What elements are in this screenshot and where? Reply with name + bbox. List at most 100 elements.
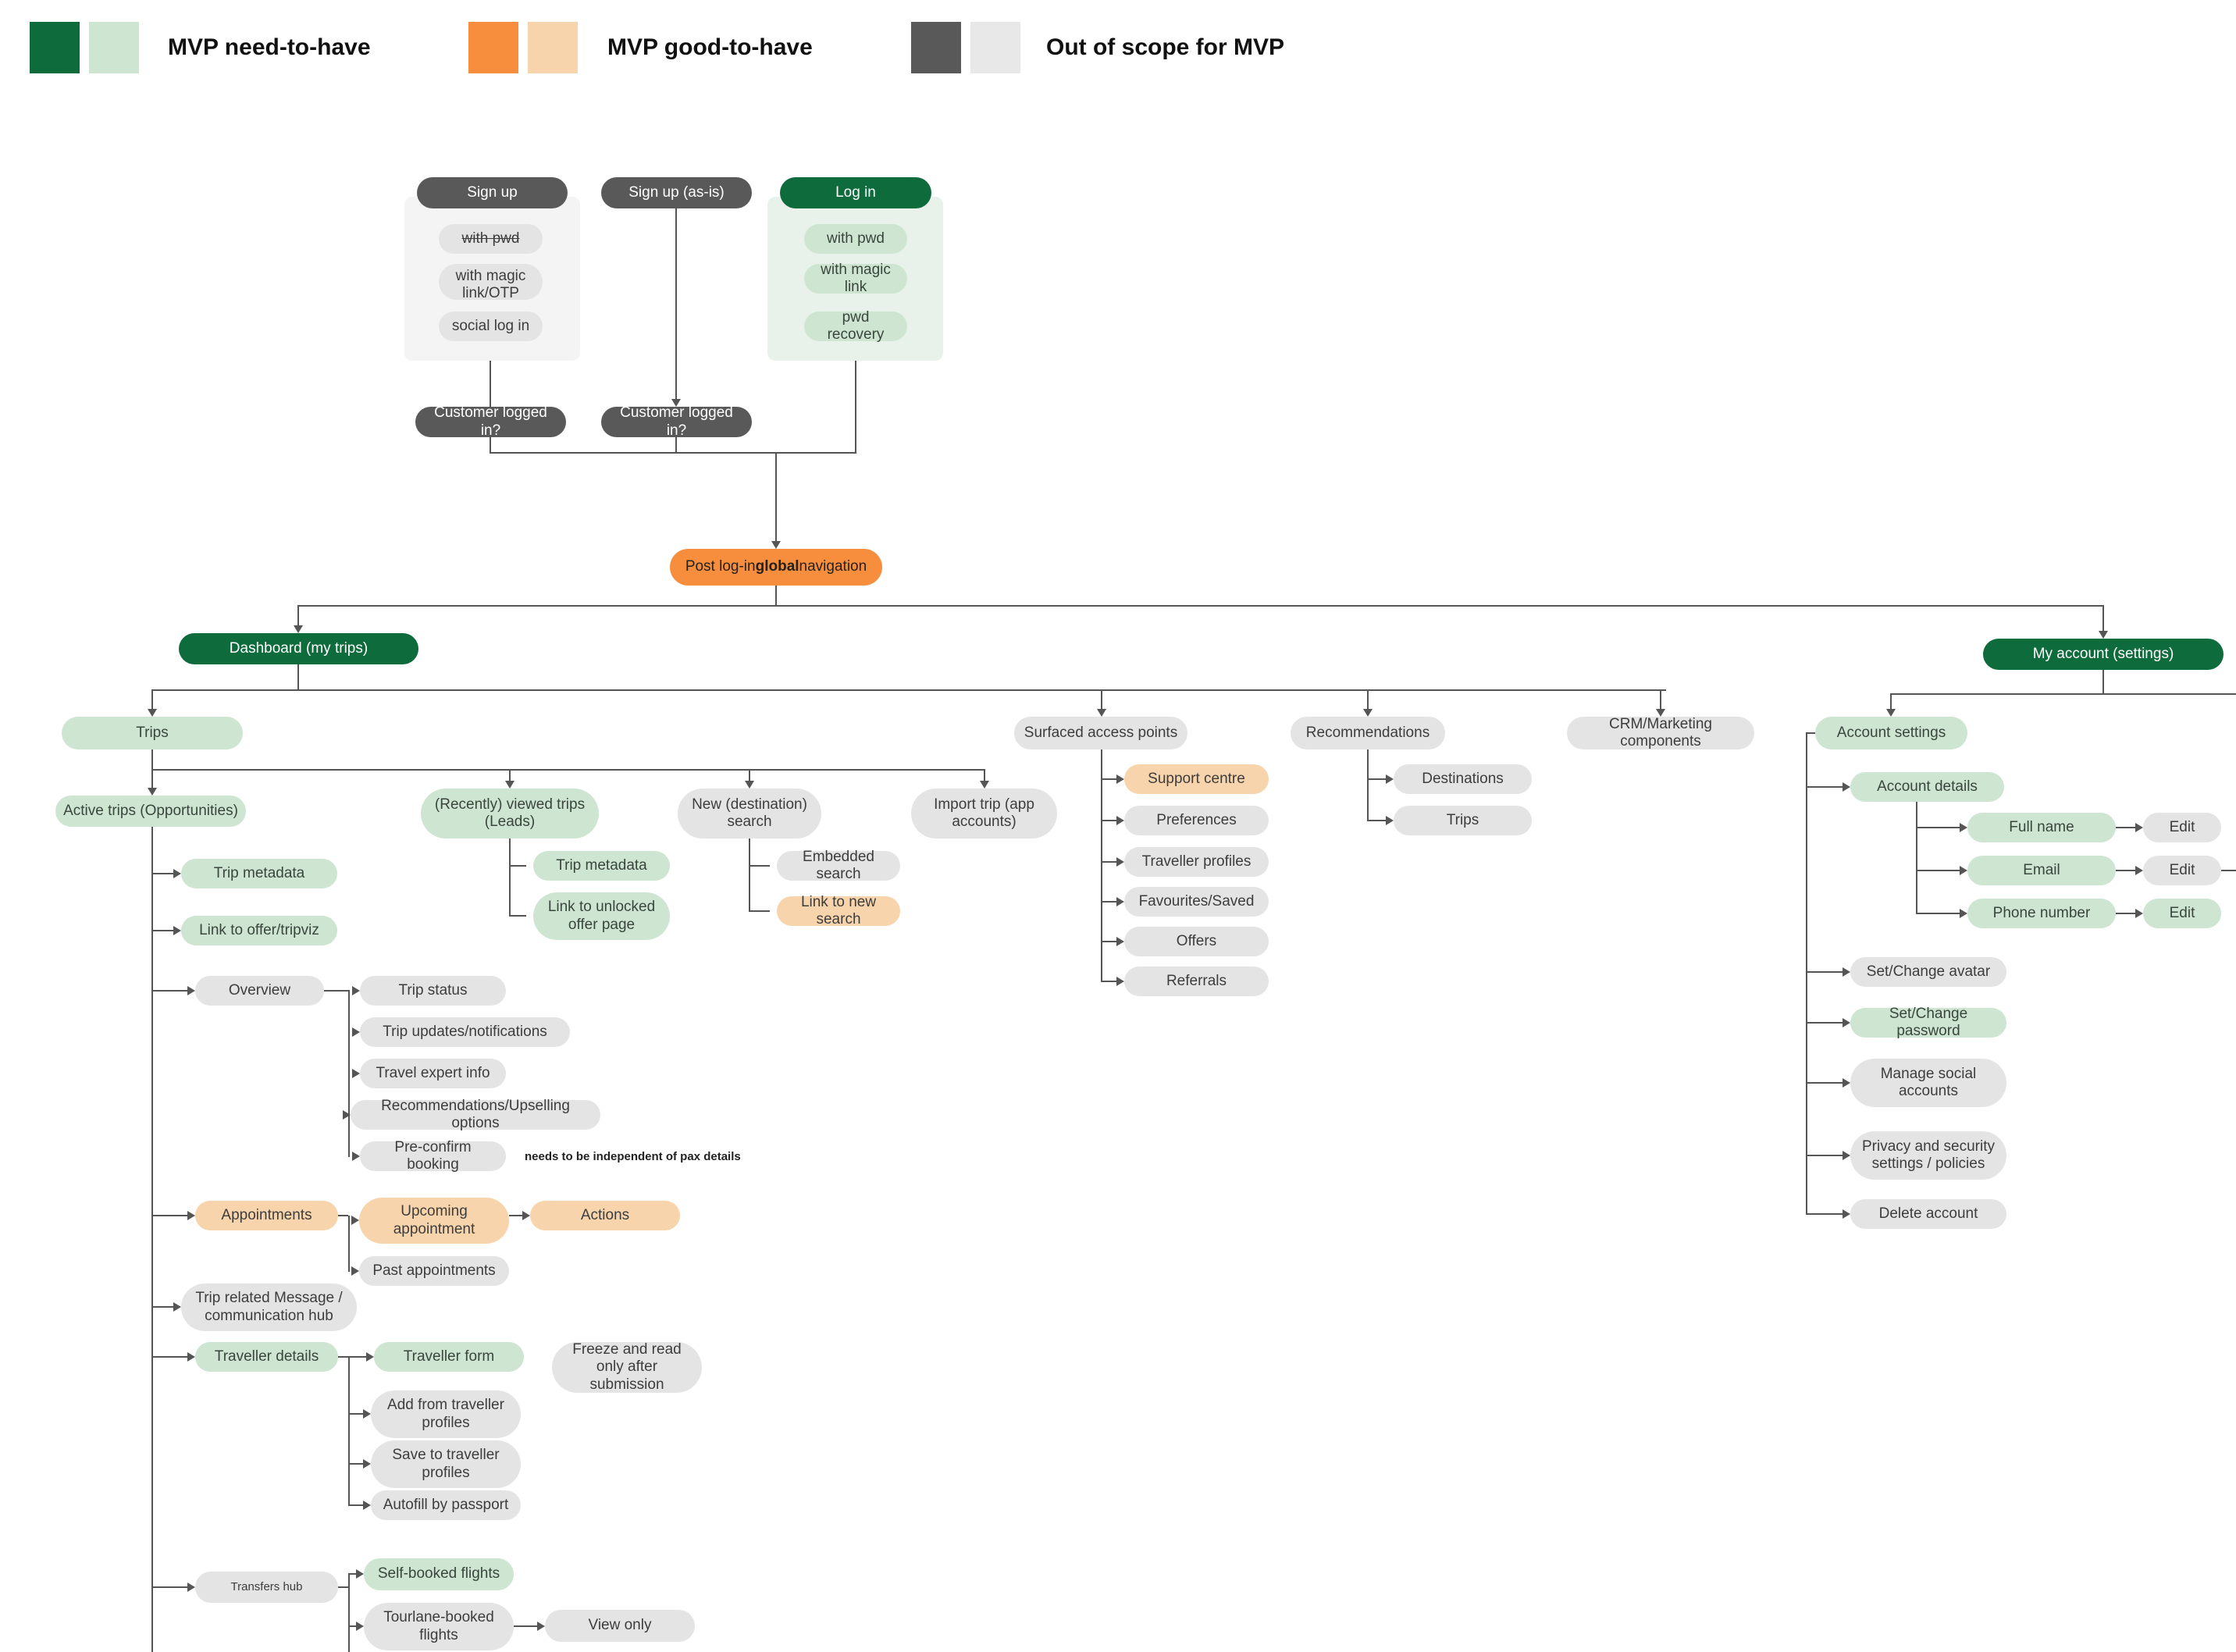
connector-line [151,689,1666,691]
add-from-traveller-profiles-node: Add from traveller profiles [371,1390,521,1438]
connector-arrowhead [351,1266,359,1276]
full-name-edit-node: Edit [2143,813,2221,842]
label-segment: navigation [799,558,867,575]
connector-arrowhead [356,1622,364,1631]
connector-arrowhead [1386,816,1394,825]
connector-arrowhead [187,1352,195,1362]
connector-line [1806,1022,1843,1024]
trip-metadata-active-node: Trip metadata [181,859,337,888]
signup-social-log-in-node: social log in [439,312,543,341]
trips-node: Trips [62,717,243,749]
delete-account-node: Delete account [1850,1199,2006,1229]
offers-node: Offers [1124,927,1269,956]
connector-line [151,990,189,992]
login-with-magic-link-node: with magic link [804,262,907,295]
connector-arrowhead [505,781,514,789]
connector-arrowhead [173,869,181,878]
connector-line [151,1586,189,1588]
surfaced-access-points-node: Surfaced access points [1014,717,1187,749]
connector-arrowhead [1097,709,1106,717]
legend-swatch-light-0 [89,22,139,73]
connector-line [1367,749,1369,821]
recommendations-upselling-options-node: Recommendations/Upselling options [351,1098,600,1131]
connector-arrowhead [352,986,360,995]
referrals-node: Referrals [1124,967,1269,996]
login-with-pwd-node: with pwd [804,224,907,254]
connector-line [1916,802,1917,914]
connector-line [297,605,2104,607]
account-details-node: Account details [1850,772,2004,802]
email-node: Email [1967,856,2116,885]
connector-line [1367,689,1369,710]
connector-arrowhead [1656,709,1665,717]
actions-node: Actions [530,1201,680,1230]
connector-arrowhead [1843,1209,1850,1219]
legend-label: MVP need-to-have [168,34,371,60]
connector-line [297,664,299,690]
connector-line [348,1216,350,1272]
trip-updates-notifications-node: Trip updates/notifications [360,1017,570,1047]
connector-arrowhead [363,1409,371,1419]
connector-arrowhead [352,1152,360,1161]
connector-line [151,689,153,710]
post-login-global-navigation-node: Post log-in global navigation [670,549,882,586]
connector-arrowhead [351,1216,359,1225]
connector-line [1101,689,1102,710]
view-only-node: View only [545,1610,695,1642]
connector-line [2116,913,2136,914]
new-destination-search-node: New (destination) search [678,789,821,838]
connector-arrowhead [363,1459,371,1469]
connector-line [2116,827,2136,828]
connector-line [348,1573,350,1652]
customer-logged-in-1-node: Customer logged in? [415,404,566,439]
trip-metadata-recent-node: Trip metadata [533,851,670,881]
preferences-node: Preferences [1124,806,1269,835]
connector-arrowhead [1843,967,1850,977]
connector-line [1101,778,1118,780]
connector-line [338,1356,348,1358]
connector-line [1806,1082,1843,1084]
favourites-saved-node: Favourites/Saved [1124,887,1269,917]
connector-line [151,1306,175,1308]
connector-arrowhead [1116,977,1124,986]
legend-swatch-dark-0 [30,22,80,73]
connector-line [348,990,350,1157]
connector-line [348,1413,364,1415]
travel-expert-info-node: Travel expert info [360,1059,506,1088]
connector-line [338,1215,348,1216]
connector-line [775,453,777,543]
set-change-password-node: Set/Change password [1850,1006,2006,1039]
connector-line [509,769,511,782]
connector-line [2221,870,2236,871]
my-account-settings-node: My account (settings) [1983,639,2224,670]
connector-arrowhead [522,1211,530,1220]
connector-arrowhead [352,1027,360,1037]
connector-arrowhead [2135,909,2143,918]
active-trips-opportunities-node: Active trips (Opportunities) [55,796,246,827]
upcoming-appointment-node: Upcoming appointment [359,1198,509,1244]
connector-arrowhead [173,1302,181,1312]
connector-arrowhead [356,1569,364,1579]
connector-arrowhead [1843,1078,1850,1088]
traveller-profiles-node: Traveller profiles [1124,847,1269,877]
connector-line [348,1573,356,1575]
login-pwd-recovery-node: pwd recovery [804,309,907,343]
connector-line [1806,732,1815,734]
save-to-traveller-profiles-node: Save to traveller profiles [371,1440,521,1488]
connector-arrowhead [1116,937,1124,946]
connector-arrowhead [366,1352,374,1362]
connector-line [151,827,153,1652]
connector-arrowhead [671,399,681,407]
connector-arrowhead [745,781,754,789]
connector-line [1916,870,1960,871]
link-to-unlocked-offer-page-node: Link to unlocked offer page [533,892,670,940]
crm-marketing-components-node: CRM/Marketing components [1567,716,1754,749]
connector-arrowhead [1363,709,1373,717]
connector-line [2102,670,2104,694]
connector-line [509,915,526,917]
manage-social-accounts-node: Manage social accounts [1850,1059,2006,1107]
connector-line [338,1586,348,1588]
label-segment: global [755,558,799,575]
destinations-node: Destinations [1394,764,1532,794]
connector-arrowhead [148,788,157,796]
